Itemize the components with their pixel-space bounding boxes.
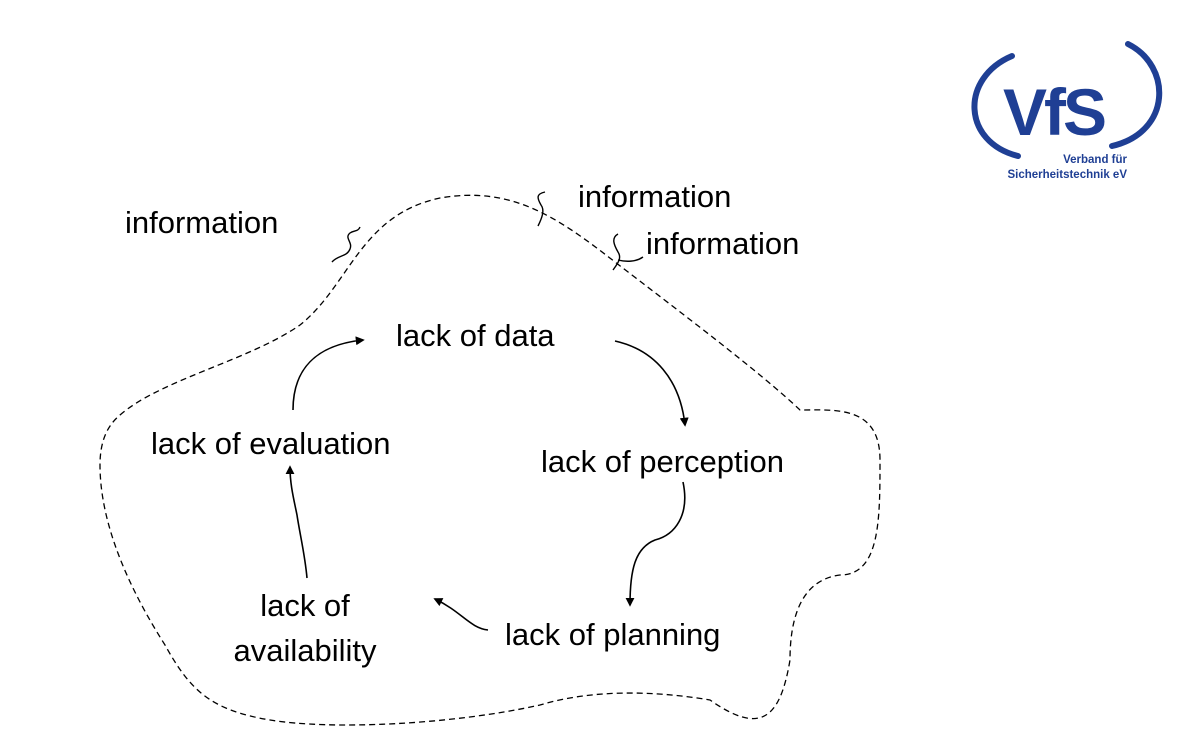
information-connector-right — [612, 233, 621, 271]
arrow-perception-to-planning — [625, 481, 686, 607]
information-connector-right-tail — [617, 256, 644, 262]
node-lack-of-availability-line1: lack of — [260, 588, 350, 623]
logo-line2: Sicherheitstechnik eV — [1007, 169, 1127, 181]
node-lack-of-availability-line2: availability — [233, 633, 377, 668]
information-label-top: information — [578, 179, 731, 214]
information-label-right: information — [646, 226, 799, 261]
arrow-data-to-perception — [614, 340, 689, 427]
dashed-boundary — [99, 194, 881, 726]
information-connector-left — [331, 226, 361, 263]
vfs-logo: VfS Verband für Sicherheitstechnik eV — [971, 41, 1163, 181]
information-label-left: information — [125, 205, 278, 240]
logo-swoosh-left — [971, 53, 1021, 159]
arrow-availability-to-evaluation — [285, 465, 308, 579]
node-lack-of-evaluation: lack of evaluation — [151, 426, 391, 461]
information-connector-top — [537, 191, 546, 227]
logo-swoosh-right — [1109, 41, 1163, 149]
logo-mark: VfS — [1003, 75, 1105, 149]
arrow-evaluation-to-data — [292, 336, 365, 411]
node-lack-of-planning: lack of planning — [505, 617, 720, 652]
node-lack-of-perception: lack of perception — [541, 444, 784, 479]
arrow-planning-to-availability — [433, 598, 489, 631]
logo-line1: Verband für — [1063, 154, 1127, 166]
node-lack-of-data: lack of data — [396, 318, 555, 353]
